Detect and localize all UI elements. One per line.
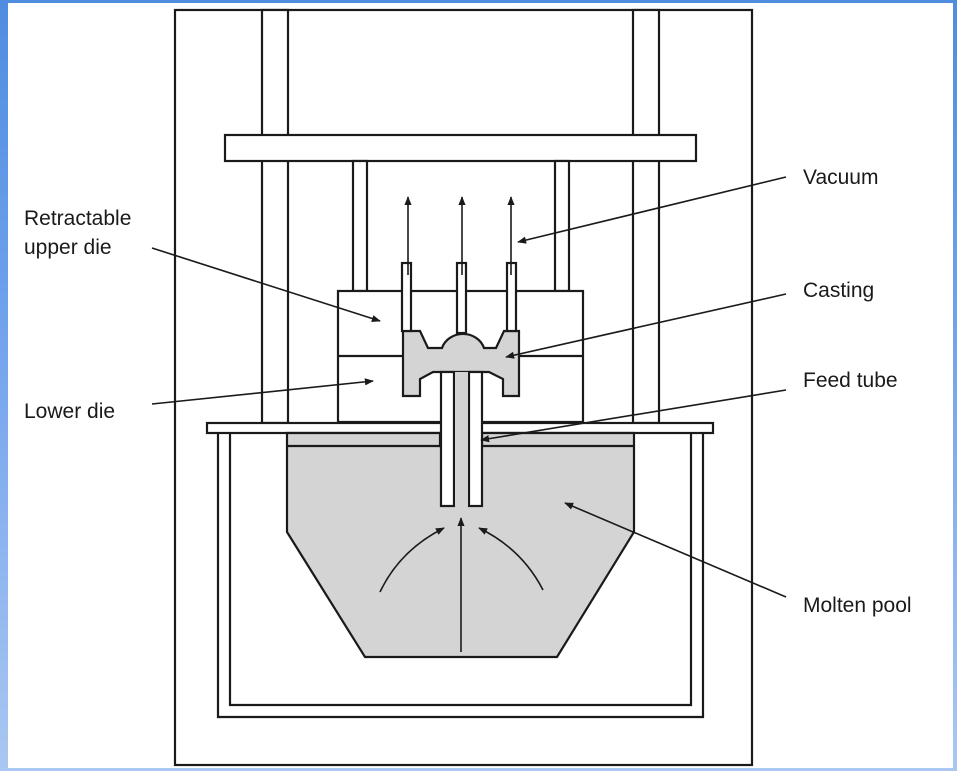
tank-outer-wall	[216, 433, 705, 719]
feed-tube-right-wall	[467, 370, 484, 508]
casting-cavity	[401, 329, 521, 398]
leader-retractable-upper-die	[151, 247, 381, 322]
leader-lower-die	[151, 378, 374, 405]
left-rod	[351, 159, 369, 293]
label-feed-tube: Feed tube	[803, 369, 898, 392]
leader-casting	[505, 293, 787, 359]
leader-molten-pool	[564, 502, 787, 598]
right-rod	[553, 159, 571, 293]
flow-arrow-right	[478, 527, 544, 591]
label-vacuum: Vacuum	[803, 166, 878, 189]
left-column	[260, 8, 290, 425]
feed-tube-left-wall	[439, 370, 456, 508]
label-lower-die: Lower die	[24, 400, 115, 423]
outer-frame	[173, 8, 754, 767]
label-molten-pool: Molten pool	[803, 594, 912, 617]
label-upper-die: upper die	[24, 236, 112, 259]
leader-feed-tube	[480, 389, 787, 443]
feed-tube-metal	[455, 372, 468, 506]
label-casting: Casting	[803, 279, 874, 302]
vacuum-pipe-left	[400, 261, 413, 333]
label-retractable: Retractable	[24, 207, 131, 230]
tank-inner-wall	[228, 433, 693, 707]
leader-vacuum	[517, 176, 787, 244]
crossbar	[223, 133, 698, 163]
right-column	[631, 8, 661, 425]
flow-arrow-left	[379, 527, 445, 593]
